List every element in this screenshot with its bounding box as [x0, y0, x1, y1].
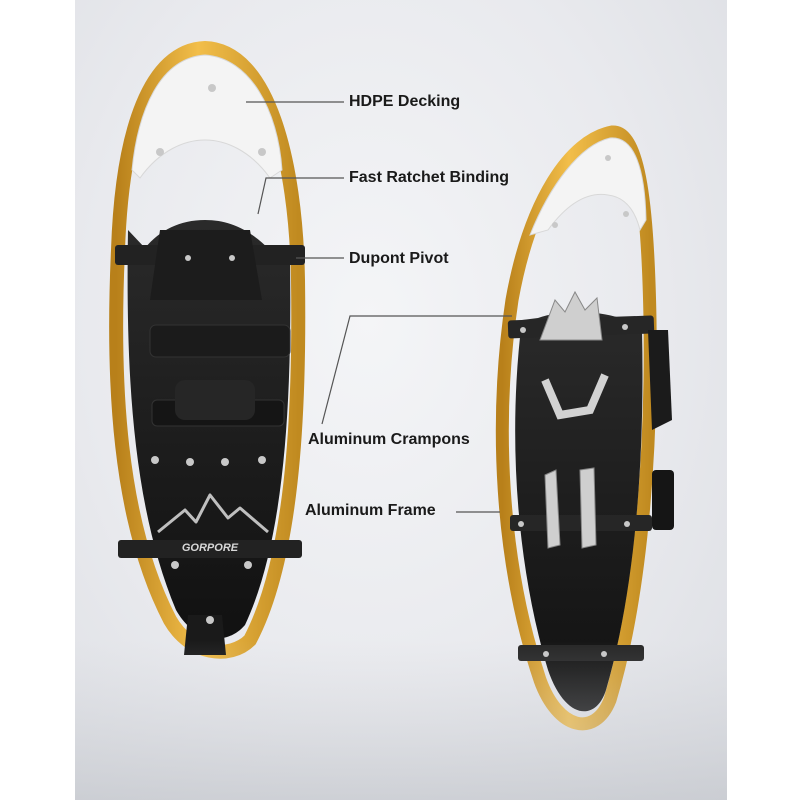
callout-dupont-pivot: Dupont Pivot	[349, 250, 449, 267]
right-deck	[515, 312, 643, 712]
brand-logo: GORPORE	[182, 542, 239, 554]
callout-aluminum-frame: Aluminum Frame	[305, 502, 436, 519]
right-snowshoe	[495, 125, 674, 731]
crampon-front-icon	[539, 290, 603, 341]
callout-fast-ratchet-binding: Fast Ratchet Binding	[349, 169, 510, 186]
left-hdpe-tip	[131, 54, 283, 179]
callout-hdpe-decking: HDPE Decking	[349, 93, 461, 110]
left-snowshoe	[109, 40, 306, 659]
crampon-rear-icon	[544, 467, 597, 549]
right-hdpe-tip	[529, 137, 647, 236]
callout-leader-lines	[246, 101, 512, 513]
callout-aluminum-crampons: Aluminum Crampons	[308, 431, 470, 448]
mountain-logo-icon	[157, 493, 269, 534]
